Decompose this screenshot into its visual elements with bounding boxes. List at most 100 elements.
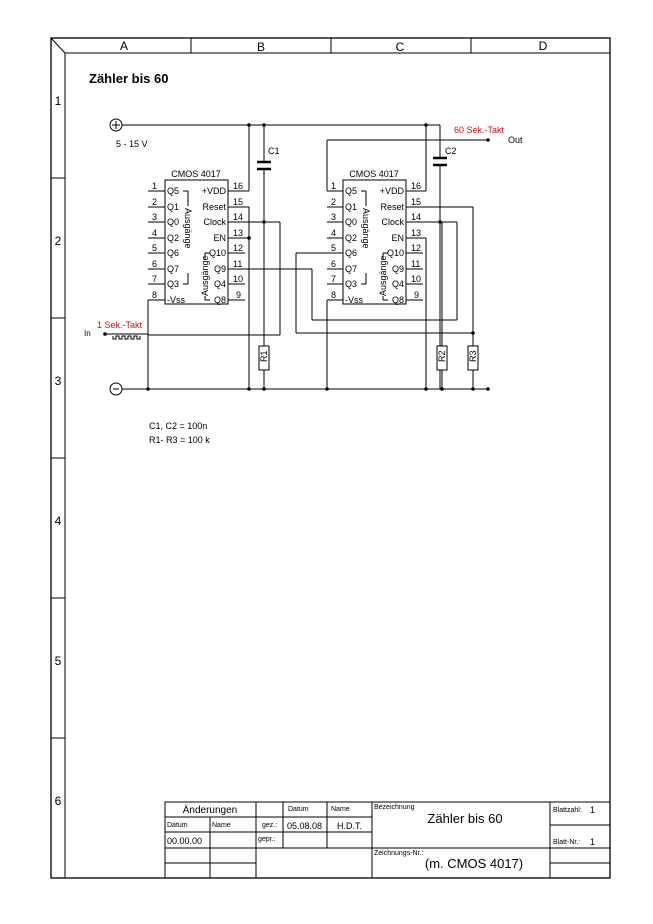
ic1-pin-number: 13 bbox=[233, 228, 243, 238]
ic1-pin-label: Q4 bbox=[214, 279, 226, 289]
ic1-pin-label: Q8 bbox=[214, 295, 226, 305]
column-label-a: A bbox=[120, 39, 128, 53]
ic2-pin-number: 14 bbox=[411, 212, 421, 222]
ic1-pin-label: -Vss bbox=[167, 295, 186, 305]
r1-label: R1 bbox=[259, 350, 269, 362]
ic1-pin-number: 7 bbox=[152, 274, 157, 284]
capacitor-value-note: C1, C2 = 100n bbox=[149, 421, 207, 431]
drawing-title: Zähler bis 60 bbox=[89, 71, 168, 86]
ic2-pin-number: 16 bbox=[411, 181, 421, 191]
resistor-r3 bbox=[467, 345, 479, 371]
ic2-wiring bbox=[295, 139, 488, 389]
ic1-outputs-label-right: Ausgänge bbox=[200, 255, 210, 296]
ic1-pin-label: Q10 bbox=[209, 248, 226, 258]
ic2-pin-label: Q4 bbox=[392, 279, 404, 289]
column-label-c: C bbox=[396, 40, 405, 54]
ic1-pin-number: 14 bbox=[233, 212, 243, 222]
ic1-pin-label: Q1 bbox=[167, 202, 179, 212]
supply-minus-terminal bbox=[109, 382, 123, 396]
date-header: Datum bbox=[288, 806, 309, 813]
r2-label: R2 bbox=[437, 350, 447, 362]
ic1-pin-number: 2 bbox=[152, 197, 157, 207]
ic2-pin-label: Q3 bbox=[345, 279, 357, 289]
designation-value: Zähler bis 60 bbox=[427, 811, 502, 826]
ic1-pin-label: Q0 bbox=[167, 217, 179, 227]
ic1-name: CMOS 4017 bbox=[171, 169, 221, 179]
ic2-pin-label: Clock bbox=[381, 217, 404, 227]
resistor-value-note: R1- R3 = 100 k bbox=[149, 435, 210, 445]
drawn-label: gez.: bbox=[262, 822, 277, 829]
ic2-pin-number: 4 bbox=[331, 228, 336, 238]
output-clock-label: 60 Sek.-Takt bbox=[454, 125, 505, 135]
ic2-pin-number: 8 bbox=[331, 290, 336, 300]
input-label: In bbox=[84, 329, 91, 338]
row-label-2: 2 bbox=[55, 234, 62, 248]
designation-label: Bezeichnung bbox=[374, 804, 415, 811]
ic2-pin-label: Q6 bbox=[345, 248, 357, 258]
c1-label: C1 bbox=[268, 146, 280, 156]
ic1-outputs-label-left: Ausgänge bbox=[183, 208, 193, 249]
output-terminal-dot bbox=[486, 138, 490, 142]
ic2-pin-label: Q10 bbox=[387, 248, 404, 258]
ic1-pin-number: 15 bbox=[233, 197, 243, 207]
ic2-pin-label: Q5 bbox=[345, 186, 357, 196]
changes-date-header: Datum bbox=[167, 822, 188, 829]
ic1-pin-label: +VDD bbox=[202, 186, 227, 196]
supply-plus-terminal bbox=[109, 118, 123, 132]
row-label-3: 3 bbox=[55, 374, 62, 388]
ic2-pin-number: 13 bbox=[411, 228, 421, 238]
name-header: Name bbox=[331, 806, 350, 813]
ic1-pin-label: Q6 bbox=[167, 248, 179, 258]
ic2-pin-number: 11 bbox=[411, 259, 420, 269]
ic-cmos-4017-second bbox=[327, 179, 423, 305]
ic2-pin-label: +VDD bbox=[380, 186, 405, 196]
ic2-pin-label: Reset bbox=[380, 202, 404, 212]
ic-cmos-4017-first bbox=[148, 179, 245, 305]
ic1-pin-label: Q7 bbox=[167, 264, 179, 274]
ic1-pin-number: 12 bbox=[233, 243, 243, 253]
drawing-number-value: (m. CMOS 4017) bbox=[425, 856, 523, 871]
ic2-pin-label: -Vss bbox=[345, 295, 364, 305]
input-clock-label: 1 Sek.-Takt bbox=[97, 320, 143, 330]
r3-label: R3 bbox=[468, 350, 478, 362]
row-label-4: 4 bbox=[55, 514, 62, 528]
ic2-pin-number: 3 bbox=[331, 212, 336, 222]
resistor-r1 bbox=[258, 345, 270, 371]
drawn-name: H.D.T. bbox=[337, 821, 362, 831]
ic2-pin-label: Q7 bbox=[345, 264, 357, 274]
ic1-pin-number: 10 bbox=[233, 274, 243, 284]
drawn-date: 05.08.08 bbox=[287, 821, 322, 831]
ic2-pin-number: 9 bbox=[414, 290, 419, 300]
ic2-pin-number: 10 bbox=[411, 274, 421, 284]
ic1-pin-number: 3 bbox=[152, 212, 157, 222]
ic2-pin-number: 12 bbox=[411, 243, 421, 253]
ic1-pin-label: Clock bbox=[203, 217, 226, 227]
ic1-pin-number: 11 bbox=[233, 259, 242, 269]
column-label-b: B bbox=[257, 40, 265, 54]
ic1-pin-label: Q2 bbox=[167, 233, 179, 243]
sheet-number-value: 1 bbox=[590, 837, 595, 847]
row-label-5: 5 bbox=[55, 654, 62, 668]
capacitor-c2 bbox=[433, 156, 447, 167]
ic1-pin-number: 6 bbox=[152, 259, 157, 269]
ic1-pin-label: Q9 bbox=[214, 264, 226, 274]
ic2-outputs-label-left: Ausgänge bbox=[361, 208, 371, 249]
ic2-pin-number: 6 bbox=[331, 259, 336, 269]
ic2-name: CMOS 4017 bbox=[349, 169, 399, 179]
ic2-pin-label: Q0 bbox=[345, 217, 357, 227]
sheet-number-label: Blatt-Nr.: bbox=[553, 839, 580, 846]
c2-label: C2 bbox=[445, 146, 457, 156]
ic1-pin-label: Reset bbox=[202, 202, 226, 212]
ic1-pin-number: 16 bbox=[233, 181, 243, 191]
ic1-pin-label: Q3 bbox=[167, 279, 179, 289]
title-block bbox=[164, 801, 611, 879]
ic2-pin-label: Q9 bbox=[392, 264, 404, 274]
ic1-pin-number: 1 bbox=[152, 181, 157, 191]
drawing-frame bbox=[50, 37, 611, 879]
drawing-number-label: Zeichnungs-Nr.: bbox=[374, 850, 423, 857]
ic2-pin-number: 7 bbox=[331, 274, 336, 284]
ic2-pin-number: 5 bbox=[331, 243, 336, 253]
changes-date-value: 00.00.00 bbox=[167, 836, 202, 846]
ic2-pin-number: 1 bbox=[331, 181, 336, 191]
